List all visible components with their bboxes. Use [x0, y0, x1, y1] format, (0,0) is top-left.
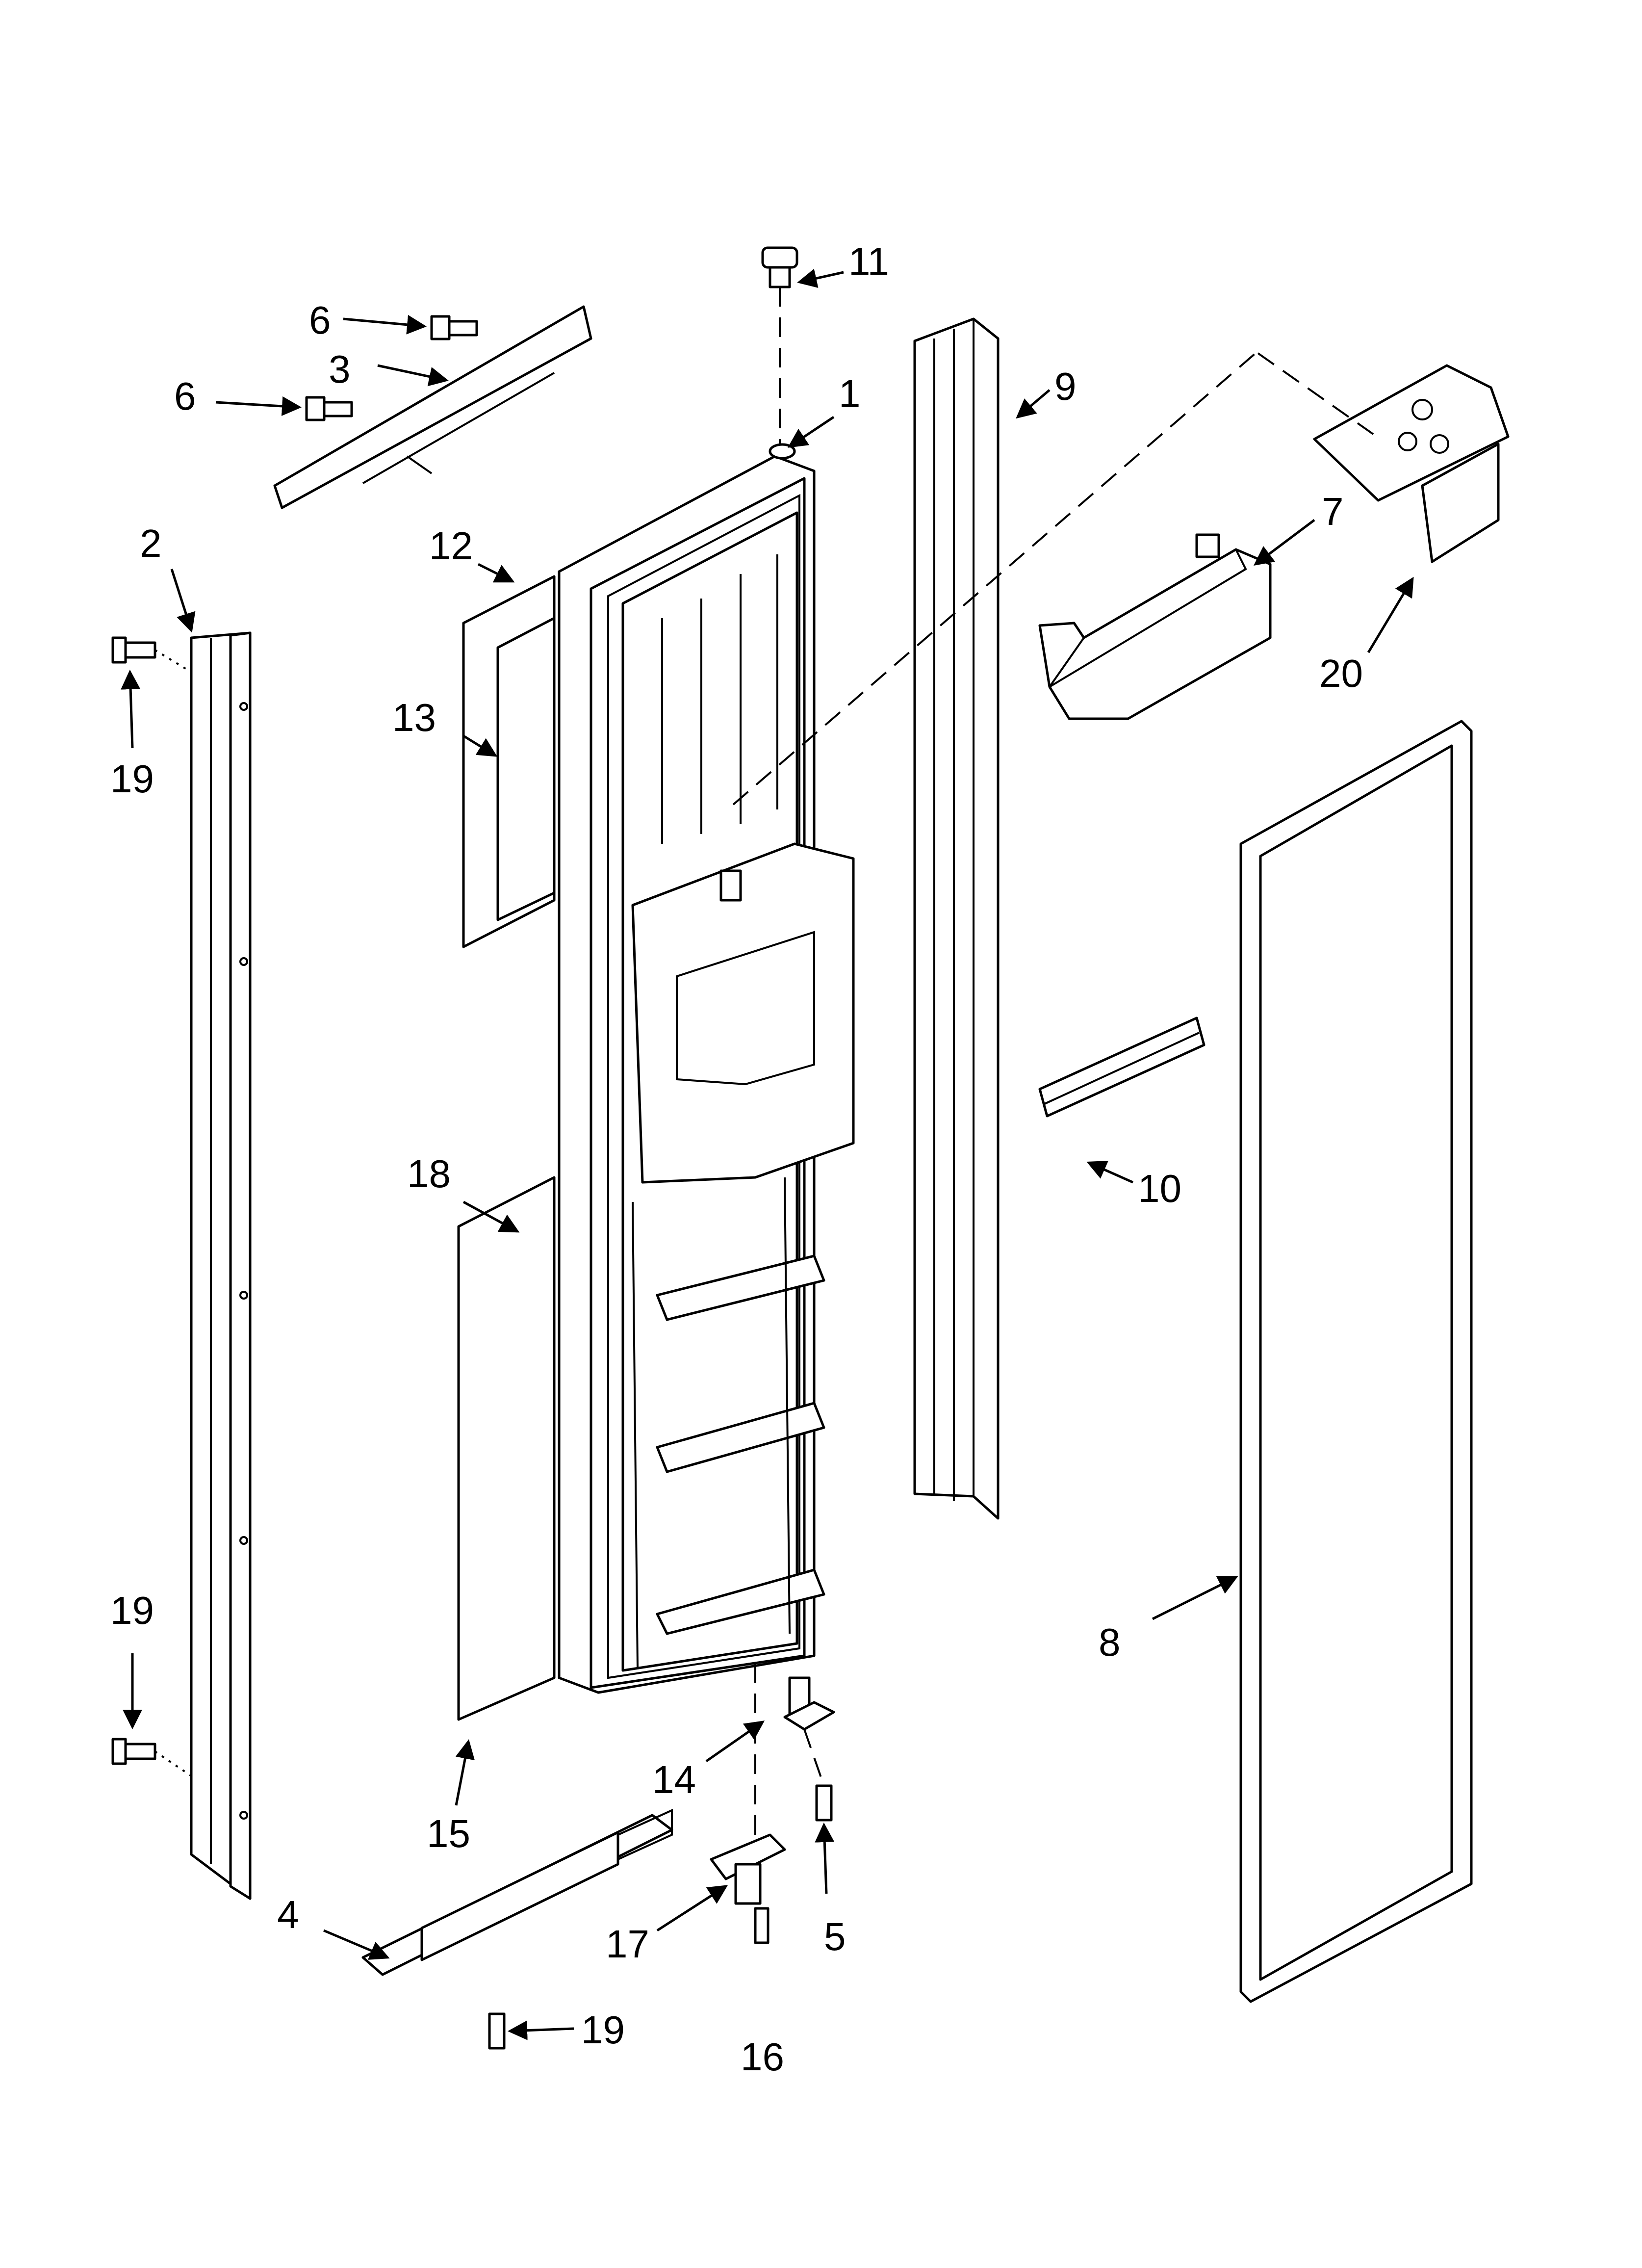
part-20-hinge — [1257, 352, 1510, 563]
callout-12: 12 — [429, 524, 473, 568]
part-6-screw-bottom — [305, 396, 353, 421]
callout-16: 16 — [741, 2035, 784, 2079]
callout-10: 10 — [1138, 1167, 1181, 1210]
part-17-hinge-plate — [710, 1833, 786, 1905]
callout-3: 3 — [329, 347, 351, 391]
callout-18: 18 — [407, 1152, 451, 1196]
callout-2: 2 — [140, 521, 162, 565]
callout-14: 14 — [652, 1758, 696, 1801]
part-13-upper-inner-panel — [496, 617, 556, 921]
callout-19-upper: 19 — [110, 757, 154, 801]
callout-6-top: 6 — [309, 298, 331, 342]
part-8-door-gasket — [1239, 720, 1473, 2003]
callout-11: 11 — [848, 239, 889, 283]
part-19-screw-upper — [111, 636, 192, 673]
callout-17: 17 — [606, 1922, 649, 1966]
callout-20: 20 — [1319, 652, 1363, 695]
callout-6-bottom: 6 — [174, 374, 196, 418]
callout-7: 7 — [1322, 490, 1344, 533]
callout-5: 5 — [824, 1915, 846, 1958]
part-16-screw — [754, 1907, 770, 1944]
part-19-screw-lower — [111, 1738, 192, 1777]
part-3-top-bracket — [273, 305, 592, 509]
part-6-screw-top — [430, 315, 478, 340]
callout-4: 4 — [277, 1893, 299, 1936]
part-15-lower-outer-panel — [457, 1176, 556, 1721]
callout-19-bottom: 19 — [581, 2008, 625, 2052]
part-10-rail — [1038, 1017, 1206, 1118]
callout-8: 8 — [1099, 1620, 1121, 1664]
part-1-door-assembly — [558, 443, 855, 1694]
part-2-side-trim — [190, 631, 252, 1900]
callout-9: 9 — [1054, 365, 1077, 408]
part-11-plug — [761, 246, 798, 444]
callout-19-lower: 19 — [110, 1589, 154, 1632]
part-19-screw-bottom — [488, 2012, 506, 2050]
leader-lines — [121, 268, 1414, 2040]
callout-1: 1 — [839, 372, 861, 416]
part-7-door-bin — [1038, 533, 1272, 720]
alignment-line — [732, 352, 1257, 806]
part-9-vertical-strip — [913, 317, 1000, 1520]
callout-13: 13 — [392, 696, 436, 739]
callout-15: 15 — [427, 1812, 470, 1855]
part-5-screw — [803, 1729, 833, 1822]
part-14-hinge-pin — [754, 1663, 835, 1864]
part-4-bottom-bracket — [361, 1808, 673, 1976]
